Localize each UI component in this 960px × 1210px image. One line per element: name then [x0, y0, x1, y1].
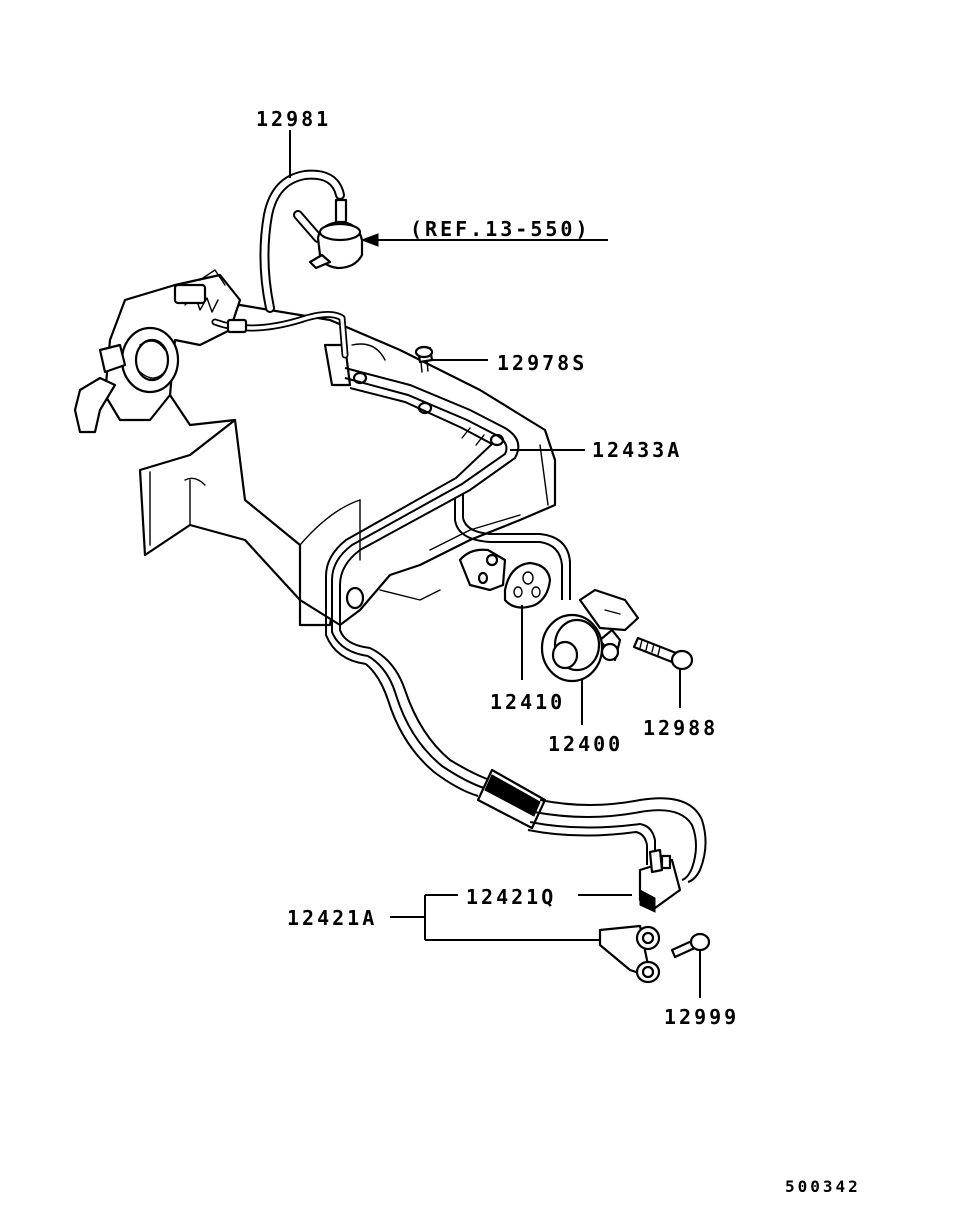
label-12421A: 12421A [287, 906, 377, 930]
label-12421Q: 12421Q [466, 885, 556, 909]
part-labels: 12981 (REF.13-550) 12978S 12433A 12410 1… [256, 107, 861, 1196]
screw-12978S [414, 345, 434, 373]
rubber-sleeve [476, 768, 547, 830]
vacuum-pipe-12433A [325, 367, 571, 797]
hose-throttle-link [211, 311, 349, 359]
bolt-12999 [670, 932, 711, 959]
ref-valve [308, 198, 364, 270]
egr-valve-12400 [540, 588, 640, 683]
label-12978S: 12978S [497, 351, 587, 375]
gasket-12410 [503, 561, 552, 609]
hose-12981 [259, 169, 345, 313]
hoses-to-solenoid [527, 797, 707, 883]
leader-lines [289, 130, 701, 998]
label-12999: 12999 [664, 1005, 739, 1029]
label-12410: 12410 [490, 690, 565, 714]
label-ref-13-550: (REF.13-550) [410, 217, 591, 241]
intake-manifold [73, 269, 557, 627]
diagram-id: 500342 [785, 1177, 861, 1196]
solenoid-12421Q [638, 848, 682, 913]
label-12988: 12988 [643, 716, 718, 740]
label-12981: 12981 [256, 107, 331, 131]
bolt-12988 [632, 636, 694, 671]
solenoid-bracket [598, 924, 661, 984]
label-12400: 12400 [548, 732, 623, 756]
label-12433A: 12433A [592, 438, 682, 462]
